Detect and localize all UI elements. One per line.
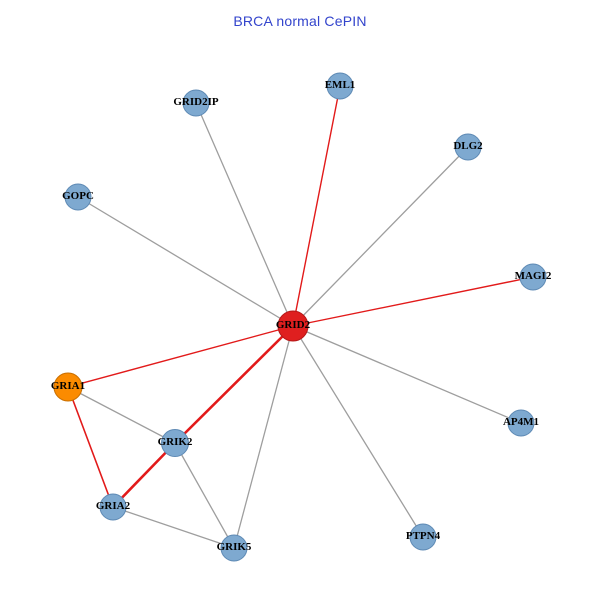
edge-GRID2-AP4M1 (292, 325, 522, 424)
node-grik2 (161, 429, 189, 457)
node-eml1 (326, 72, 354, 100)
edge-GRID2-GRIK5 (233, 325, 294, 549)
node-label-grid2ip: GRID2IP (173, 96, 219, 108)
node-ap4m1 (507, 409, 535, 437)
node-label-ap4m1: AP4M1 (503, 416, 539, 428)
edge-GRID2-EML1 (292, 85, 341, 327)
node-dlg2 (454, 133, 482, 161)
plot-title: BRCA normal CePIN (233, 13, 367, 29)
edge-GRID2-DLG2 (292, 146, 469, 327)
edge-GRID2-GRID2IP (195, 102, 294, 327)
node-label-dlg2: DLG2 (453, 140, 483, 152)
node-magi2 (519, 263, 547, 291)
edge-GRID2-GRIK2 (173, 324, 295, 445)
edge-GRIK2-GRIA2 (111, 441, 177, 509)
node-grid2 (277, 310, 309, 342)
node-label-gria2: GRIA2 (96, 500, 131, 512)
node-grid2ip (182, 89, 210, 117)
node-label-ptpn4: PTPN4 (406, 530, 441, 542)
edge-GRIA1-GRIK2 (67, 386, 176, 444)
node-label-gria1: GRIA1 (51, 380, 85, 392)
node-gopc (64, 183, 92, 211)
edge-GRID2-MAGI2 (292, 276, 534, 327)
edge-GRID2-GOPC (77, 196, 294, 327)
node-grik5 (220, 534, 248, 562)
node-gria2 (99, 493, 127, 521)
node-label-magi2: MAGI2 (515, 270, 552, 282)
edge-GRIA2-GRIK5 (112, 506, 235, 549)
edge-GRID2-PTPN4 (292, 325, 424, 538)
node-gria1 (53, 372, 83, 402)
node-label-eml1: EML1 (325, 79, 356, 91)
edge-GRIK2-GRIK5 (174, 442, 235, 549)
edge-GRIA1-GRIA2 (67, 386, 114, 508)
node-label-gopc: GOPC (62, 190, 94, 202)
node-label-grik2: GRIK2 (158, 436, 193, 448)
node-label-grid2: GRID2 (276, 319, 311, 331)
edge-GRID2-GRIA1 (67, 325, 294, 388)
node-ptpn4 (409, 523, 437, 551)
node-label-grik5: GRIK5 (217, 541, 252, 553)
